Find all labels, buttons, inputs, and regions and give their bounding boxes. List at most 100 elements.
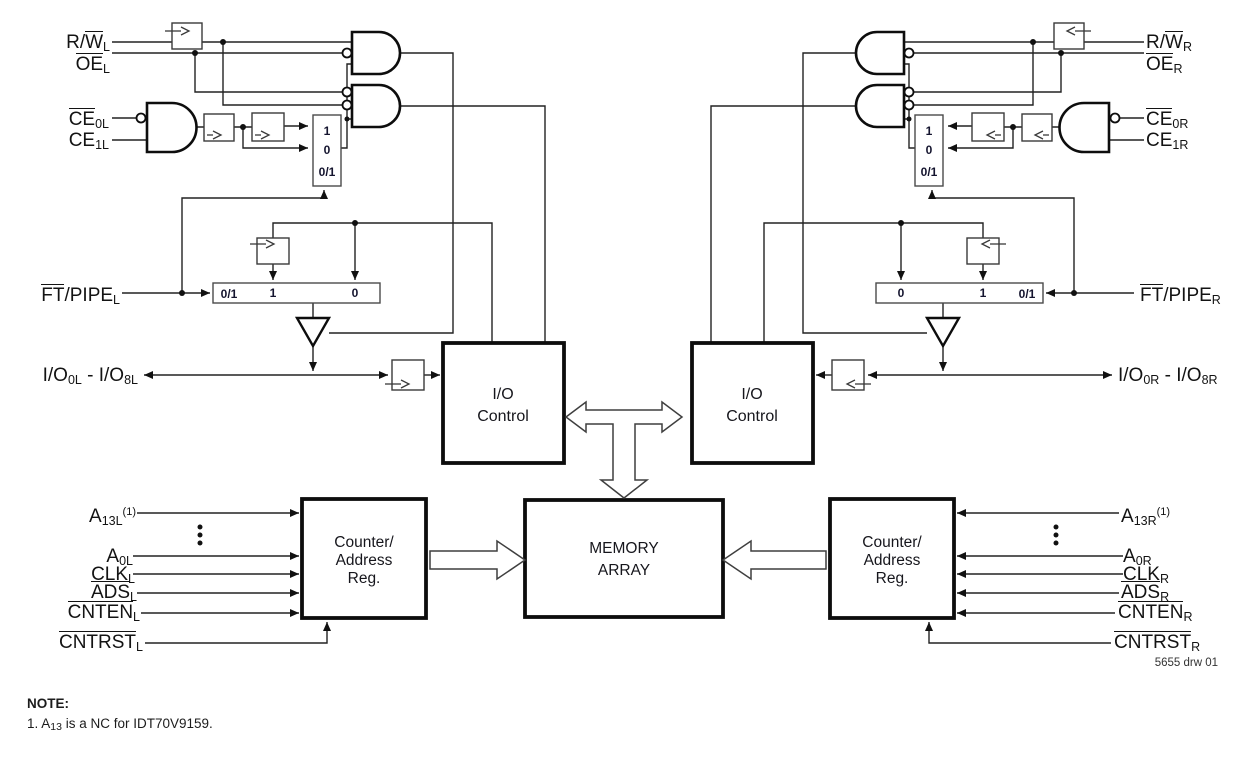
wire-cntrst-right bbox=[925, 622, 1111, 644]
drawing-number: 5655 drw 01 bbox=[1154, 657, 1218, 669]
inverter-bubble bbox=[1109, 112, 1121, 124]
mux-input-1-label: 1 bbox=[324, 124, 331, 138]
block-label: Reg. bbox=[876, 570, 909, 587]
block-label: Control bbox=[726, 408, 778, 425]
ft-pipe-mux-right: 0 1 0/1 bbox=[875, 282, 1044, 304]
mux-input-1-label: 1 bbox=[926, 124, 933, 138]
signal-label-a13-right: A13R(1) bbox=[1121, 506, 1171, 528]
wire-ce-mux-select-left bbox=[181, 190, 328, 293]
and-gate-ce-left bbox=[145, 101, 198, 154]
output-buffer-left bbox=[294, 316, 332, 349]
signal-label-io-right: I/O0R - I/O8R bbox=[1118, 365, 1218, 387]
block-label: I/O bbox=[741, 386, 762, 403]
inverter-bubble bbox=[341, 47, 353, 59]
block-label: MEMORY bbox=[589, 540, 658, 557]
signal-label-oe-right: OER bbox=[1146, 53, 1183, 76]
register-io-input-right bbox=[831, 359, 871, 391]
mux-input-0-label: 0 bbox=[352, 286, 359, 300]
address-ellipsis-dots-right bbox=[1053, 524, 1059, 546]
ce-output-mux-left: 1 0 0/1 bbox=[312, 114, 342, 187]
junction-dot bbox=[192, 50, 198, 56]
register-ce1-left bbox=[203, 113, 235, 142]
mux-input-0-label: 0 bbox=[926, 143, 933, 157]
register-pipeline-right bbox=[966, 237, 1006, 265]
wire-and2-out-left bbox=[400, 105, 546, 343]
counter-address-block-left: Counter/ Address Reg. bbox=[300, 497, 428, 620]
address-ellipsis-dots-left bbox=[197, 524, 203, 546]
note-heading: NOTE: bbox=[27, 696, 69, 711]
register-rw-left bbox=[165, 22, 203, 50]
register-io-input-left bbox=[385, 359, 425, 391]
signal-label-cnten-left: CNTENL bbox=[67, 601, 140, 624]
wire-and2-out-right bbox=[710, 105, 856, 343]
mux-select-label: 0/1 bbox=[921, 165, 938, 179]
wire-and1-out-left bbox=[329, 52, 454, 334]
signal-label-cnten-right: CNTENR bbox=[1118, 601, 1193, 624]
junction-dot bbox=[352, 220, 358, 226]
wire-and1-out-right bbox=[802, 52, 927, 334]
and-gate-read-right bbox=[854, 30, 906, 76]
signal-label-ce1-left: CE1L bbox=[68, 130, 109, 152]
junction-dot bbox=[240, 124, 246, 130]
junction-dot bbox=[1058, 50, 1064, 56]
note-item: 1. A13 is a NC for IDT70V9159. bbox=[27, 716, 213, 733]
output-buffer-right bbox=[924, 316, 962, 349]
and-gate-ce-right bbox=[1058, 101, 1111, 154]
signal-label-ftpipe-left: FT/PIPEL bbox=[41, 284, 120, 307]
signal-label-ftpipe-right: FT/PIPER bbox=[1140, 284, 1221, 307]
block-label: I/O bbox=[492, 386, 513, 403]
block-label: Counter/ bbox=[862, 534, 922, 551]
signal-label-oe-left: OEL bbox=[75, 53, 110, 76]
left-address-wiring bbox=[133, 509, 331, 644]
wire-ce-bypass-right bbox=[948, 127, 1014, 152]
mux-input-1-label: 1 bbox=[270, 286, 277, 300]
block-label: Reg. bbox=[348, 570, 381, 587]
mux-select-label: 0/1 bbox=[221, 287, 238, 301]
inverter-bubble bbox=[903, 47, 915, 59]
signal-label-clk-left: CLKL bbox=[91, 564, 135, 586]
junction-dot bbox=[1030, 39, 1036, 45]
junction-dot bbox=[898, 220, 904, 226]
and-gate-read-left bbox=[350, 30, 402, 76]
signal-label-ce1-right: CE1R bbox=[1146, 130, 1189, 152]
io-control-block-left: I/O Control bbox=[441, 341, 566, 465]
junction-dot bbox=[906, 116, 912, 122]
mux-input-0-label: 0 bbox=[324, 143, 331, 157]
signal-label-a0-left: A0L bbox=[106, 546, 133, 568]
register-ce2-right bbox=[971, 112, 1005, 142]
register-pipeline-left bbox=[250, 237, 290, 265]
inverter-bubble bbox=[341, 99, 353, 111]
inverter-bubble bbox=[903, 86, 915, 98]
signal-label-cntrst-left: CNTRSTL bbox=[58, 631, 143, 654]
signal-label-clk-right: CLKR bbox=[1123, 564, 1169, 586]
wire-ce-mux-select-right bbox=[928, 190, 1075, 293]
io-control-block-right: I/O Control bbox=[690, 341, 815, 465]
and-gate-write-left bbox=[350, 83, 402, 129]
io-memory-bus-arrow bbox=[564, 400, 684, 499]
register-ce1-right bbox=[1021, 113, 1053, 142]
wire-rw-right bbox=[904, 41, 1144, 106]
block-label: Address bbox=[864, 552, 921, 569]
address-bus-arrow-right bbox=[721, 539, 827, 581]
signal-label-rw-left: R/WL bbox=[66, 31, 110, 54]
ft-pipe-mux-left: 0/1 1 0 bbox=[212, 282, 381, 304]
junction-dot bbox=[1010, 124, 1016, 130]
register-ce2-left bbox=[251, 112, 285, 142]
wire-oe-left bbox=[112, 52, 342, 93]
left-control-logic: 1 0 0/1 0/1 1 0 bbox=[112, 22, 546, 391]
block-label: Control bbox=[477, 408, 529, 425]
junction-dot bbox=[1071, 290, 1077, 296]
signal-label-ads-right: ADSR bbox=[1121, 581, 1170, 604]
wire-oe-right bbox=[914, 52, 1144, 93]
signal-label-a13-left: A13L(1) bbox=[89, 506, 136, 528]
inverter-bubble bbox=[135, 112, 147, 124]
signal-label-ce0-left: CE0L bbox=[68, 108, 109, 131]
right-control-logic: 1 0 0/1 0 1 0/1 bbox=[710, 22, 1144, 391]
inverter-bubble bbox=[903, 99, 915, 111]
block-label: Counter/ bbox=[334, 534, 394, 551]
wire-ce-bypass-left bbox=[242, 127, 308, 152]
register-rw-right bbox=[1053, 22, 1091, 50]
signal-label-ads-left: ADSL bbox=[90, 581, 137, 604]
and-gate-write-right bbox=[854, 83, 906, 129]
